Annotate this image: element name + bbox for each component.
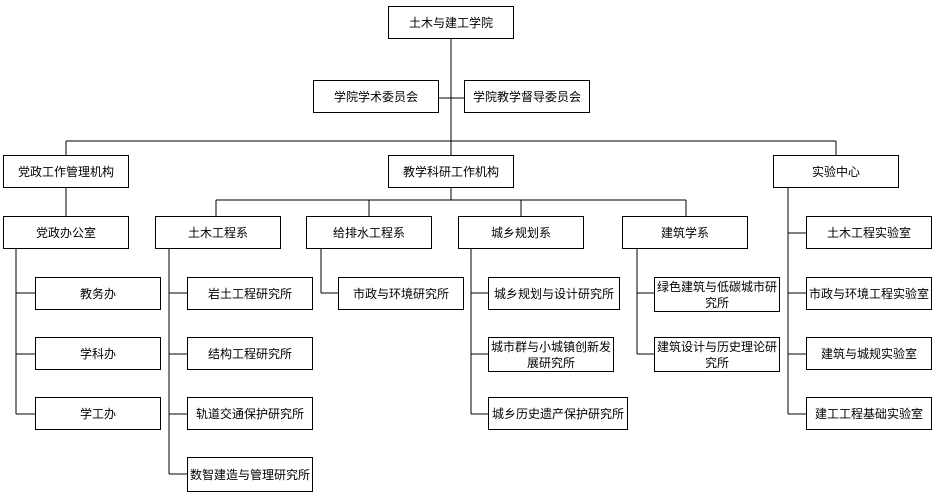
node-label: 学科办	[79, 346, 116, 361]
institute-node: 轨道交通保护研究所	[187, 397, 313, 430]
node-label: 轨道交通保护研究所	[195, 406, 304, 421]
party-office-node: 党政办公室	[3, 216, 129, 249]
node-label: 土木工程系	[187, 225, 248, 240]
party-node: 党政工作管理机构	[3, 155, 129, 188]
institute-node: 数智建造与管理研究所	[187, 457, 313, 492]
office-unit-node: 学科办	[35, 337, 161, 370]
node-label: 土木与建工学院	[408, 15, 493, 30]
node-label: 绿色建筑与低碳城市研究所	[657, 279, 778, 310]
node-label: 岩土工程研究所	[207, 286, 292, 301]
institute-node: 城市群与小城镇创新发展研究所	[488, 337, 614, 372]
node-label: 实验中心	[811, 164, 860, 179]
institute-node: 建筑设计与历史理论研究所	[654, 337, 780, 372]
department-node: 建筑学系	[622, 216, 748, 249]
node-label: 教学科研工作机构	[402, 164, 499, 179]
node-label: 学工办	[79, 406, 116, 421]
node-label: 党政工作管理机构	[17, 164, 114, 179]
office-unit-node: 学工办	[35, 397, 161, 430]
root-node: 土木与建工学院	[388, 6, 514, 39]
department-node: 给排水工程系	[306, 216, 432, 249]
institute-node: 城乡规划与设计研究所	[488, 277, 620, 310]
node-label: 教务办	[79, 286, 116, 301]
node-label: 城乡规划与设计研究所	[493, 286, 614, 301]
node-label: 建工工程基础实验室	[814, 406, 923, 421]
institute-node: 城乡历史遗产保护研究所	[488, 397, 628, 430]
node-label: 市政与环境工程实验室	[809, 286, 930, 301]
node-label: 学院教学督导委员会	[472, 89, 581, 104]
node-label: 建筑与城规实验室	[820, 346, 917, 361]
node-label: 给排水工程系	[332, 225, 405, 240]
lab-center-node: 实验中心	[773, 155, 899, 188]
department-node: 土木工程系	[155, 216, 281, 249]
department-node: 城乡规划系	[458, 216, 584, 249]
lab-node: 建工工程基础实验室	[806, 397, 932, 430]
node-label: 城乡历史遗产保护研究所	[491, 406, 624, 421]
lab-node: 土木工程实验室	[806, 216, 932, 249]
node-label: 市政与环境研究所	[352, 286, 449, 301]
node-label: 学院学术委员会	[333, 89, 418, 104]
committee-node: 学院教学督导委员会	[464, 80, 590, 113]
institute-node: 结构工程研究所	[187, 337, 313, 370]
node-label: 城乡规划系	[490, 225, 551, 240]
node-label: 土木工程实验室	[826, 225, 911, 240]
node-label: 城市群与小城镇创新发展研究所	[491, 339, 612, 370]
office-unit-node: 教务办	[35, 277, 161, 310]
node-label: 建筑学系	[660, 225, 709, 240]
institute-node: 岩土工程研究所	[187, 277, 313, 310]
lab-node: 建筑与城规实验室	[806, 337, 932, 370]
institute-node: 市政与环境研究所	[338, 277, 464, 310]
node-label: 建筑设计与历史理论研究所	[657, 339, 778, 370]
committee-node: 学院学术委员会	[313, 80, 439, 113]
lab-node: 市政与环境工程实验室	[806, 277, 932, 310]
institute-node: 绿色建筑与低碳城市研究所	[654, 277, 780, 312]
node-label: 党政办公室	[35, 225, 96, 240]
node-label: 数智建造与管理研究所	[190, 467, 311, 482]
teaching-node: 教学科研工作机构	[388, 155, 514, 188]
node-label: 结构工程研究所	[207, 346, 292, 361]
